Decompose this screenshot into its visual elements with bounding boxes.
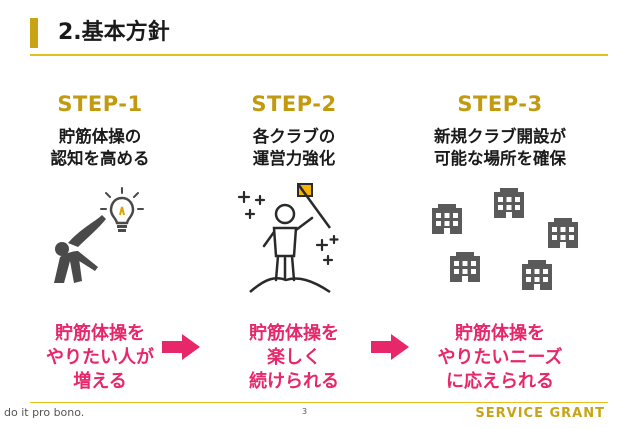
title-divider bbox=[30, 54, 608, 56]
footer-tagline: do it pro bono. bbox=[4, 406, 85, 419]
footer-divider bbox=[30, 402, 608, 403]
step-3-result: 貯筋体操を やりたいニーズ に応えられる bbox=[437, 323, 563, 392]
step-2-subtitle: 各クラブの 運営力強化 bbox=[252, 127, 336, 168]
title-accent-bar bbox=[30, 18, 38, 48]
step-1-subtitle: 貯筋体操の 認知を高める bbox=[50, 127, 150, 168]
building-icon bbox=[432, 204, 462, 234]
step-2-label: STEP-2 bbox=[251, 92, 337, 116]
step-1-column: STEP-1 貯筋体操の 認知を高める bbox=[0, 92, 200, 170]
flag-climber-icon bbox=[237, 183, 339, 294]
page-number: 3 bbox=[302, 407, 308, 416]
brand-name: SERVICE GRANT bbox=[475, 406, 605, 421]
lightbulb-icon bbox=[100, 187, 144, 232]
building-icon bbox=[450, 252, 480, 282]
arrow-right-icon bbox=[162, 334, 200, 360]
step-2-column: STEP-2 各クラブの 運営力強化 bbox=[194, 92, 394, 170]
page-title: 2.基本方針 bbox=[58, 20, 170, 45]
step-1-label: STEP-1 bbox=[57, 92, 143, 116]
step-1-result: 貯筋体操を やりたい人が 増える bbox=[46, 323, 154, 392]
step-3-column: STEP-3 新規クラブ開設が 可能な場所を確保 bbox=[400, 92, 600, 170]
step-3-label: STEP-3 bbox=[457, 92, 543, 116]
building-icon bbox=[548, 218, 578, 248]
stretching-person-icon bbox=[54, 187, 144, 283]
buildings-icon bbox=[432, 188, 578, 290]
step-3-subtitle: 新規クラブ開設が 可能な場所を確保 bbox=[434, 127, 566, 168]
arrow-right-icon bbox=[371, 334, 409, 360]
person-figure bbox=[54, 215, 106, 283]
building-icon bbox=[494, 188, 524, 218]
step-2-result: 貯筋体操を 楽しく 続けられる bbox=[249, 323, 339, 392]
building-icon bbox=[522, 260, 552, 290]
